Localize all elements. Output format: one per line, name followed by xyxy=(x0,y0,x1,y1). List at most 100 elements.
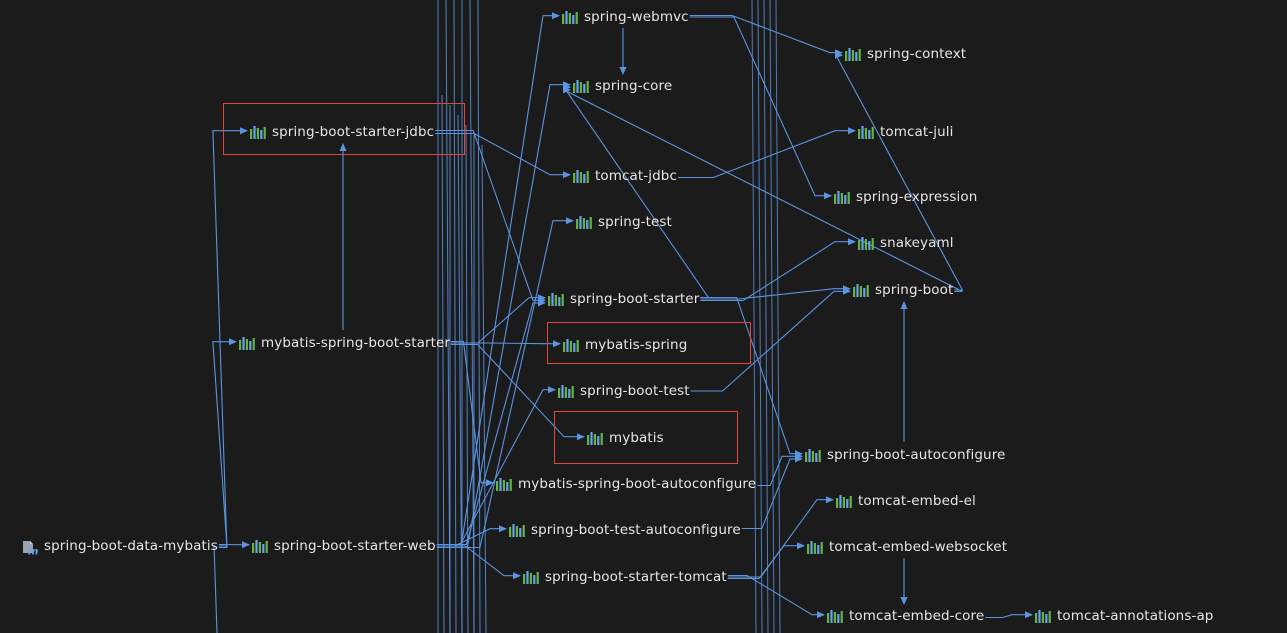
routing-bus-line xyxy=(445,0,451,633)
edge-spring-boot-starter-tomcat-to-tomcat-embed-websocket xyxy=(727,542,805,580)
library-icon xyxy=(836,494,853,508)
dependency-node-mybatis-spring-boot-autoconfigure[interactable]: mybatis-spring-boot-autoconfigure xyxy=(496,475,756,493)
svg-text:m: m xyxy=(28,546,38,555)
dependency-node-tomcat-juli[interactable]: tomcat-juli xyxy=(858,123,953,141)
library-icon xyxy=(827,609,844,623)
library-icon xyxy=(834,190,851,204)
edge-spring-boot-starter-web-to-spring-boot-starter xyxy=(436,299,546,546)
dependency-label: tomcat-jdbc xyxy=(595,168,677,184)
library-icon xyxy=(858,236,875,250)
dependency-label: spring-context xyxy=(867,46,967,62)
dependency-node-spring-boot-starter-jdbc[interactable]: spring-boot-starter-jdbc xyxy=(250,123,434,141)
edge-spring-boot-starter-to-spring-boot-autoconfigure xyxy=(700,296,803,458)
library-icon xyxy=(563,338,580,352)
routing-bus-line xyxy=(763,0,769,633)
dependency-label: mybatis-spring-boot-starter xyxy=(261,335,451,351)
dependency-node-spring-expression[interactable]: spring-expression xyxy=(834,188,977,206)
routing-bus-line xyxy=(775,0,781,633)
library-icon xyxy=(805,448,822,462)
routing-bus-line xyxy=(453,0,457,633)
dependency-node-spring-boot-test-autoconfigure[interactable]: spring-boot-test-autoconfigure xyxy=(509,521,741,539)
edge-spring-boot-starter-tomcat-to-tomcat-embed-core xyxy=(727,574,825,619)
dependency-node-tomcat-embed-websocket[interactable]: tomcat-embed-websocket xyxy=(807,538,1007,556)
dependency-node-mybatis[interactable]: mybatis xyxy=(587,429,664,447)
maven-module-icon: m xyxy=(22,540,39,557)
dependency-node-mybatis-spring-boot-starter[interactable]: mybatis-spring-boot-starter xyxy=(239,334,450,352)
dependency-node-tomcat-annotations-ap[interactable]: tomcat-annotations-ap xyxy=(1035,607,1213,625)
dependency-node-spring-boot-starter[interactable]: spring-boot-starter xyxy=(548,290,699,308)
library-icon xyxy=(807,540,824,554)
edge-spring-webmvc-to-spring-expression xyxy=(689,16,832,200)
dependency-node-spring-boot-data-mybatis[interactable]: m spring-boot-data-mybatis xyxy=(22,537,218,557)
routing-bus-line xyxy=(757,0,763,633)
library-icon xyxy=(853,283,870,297)
dependency-label: spring-boot-test-autoconfigure xyxy=(531,522,741,538)
dependency-label: spring-boot-autoconfigure xyxy=(827,447,1006,463)
routing-bus-line xyxy=(441,94,445,633)
dependency-node-spring-boot-starter-tomcat[interactable]: spring-boot-starter-tomcat xyxy=(523,568,727,586)
dependency-node-spring-boot-autoconfigure[interactable]: spring-boot-autoconfigure xyxy=(805,446,1005,464)
edge-spring-boot-starter-web-to-spring-boot-test xyxy=(436,386,556,546)
dependency-node-snakeyaml[interactable]: snakeyaml xyxy=(858,234,954,252)
library-icon xyxy=(523,570,540,584)
edge-mybatis-spring-boot-autoconfigure-to-spring-boot-autoconfigure xyxy=(757,452,803,487)
edge-spring-boot-test-to-spring-boot xyxy=(690,287,851,392)
library-icon xyxy=(587,431,604,445)
library-icon xyxy=(858,125,875,139)
library-icon xyxy=(558,384,575,398)
edge-spring-boot-starter-web-to-spring-boot-test-autoconfigure xyxy=(436,525,507,547)
edge-spring-boot-starter-jdbc-to-spring-boot-starter xyxy=(435,129,546,304)
dependency-label: spring-expression xyxy=(856,189,978,205)
dependency-label: tomcat-annotations-ap xyxy=(1057,608,1214,624)
dependency-label: snakeyaml xyxy=(880,235,954,251)
dependency-node-tomcat-embed-core[interactable]: tomcat-embed-core xyxy=(827,607,984,625)
library-icon xyxy=(252,539,269,553)
dependency-node-tomcat-embed-el[interactable]: tomcat-embed-el xyxy=(836,492,976,510)
library-icon xyxy=(576,215,593,229)
dependency-node-spring-boot[interactable]: spring-boot xyxy=(853,281,953,299)
edge-spring-boot-starter-jdbc-to-tomcat-jdbc xyxy=(435,132,571,179)
dependency-node-spring-webmvc[interactable]: spring-webmvc xyxy=(562,8,689,26)
edge-spring-boot-starter-web-to-spring-test xyxy=(436,217,574,549)
routing-bus-line xyxy=(477,0,481,633)
library-icon xyxy=(496,477,513,491)
routing-bus-line xyxy=(751,0,757,633)
edge-spring-boot-starter-to-spring-core xyxy=(562,83,710,299)
edge-spring-boot-to-spring-core xyxy=(563,86,963,293)
dependency-node-mybatis-spring[interactable]: mybatis-spring xyxy=(563,336,687,354)
library-icon xyxy=(573,79,590,93)
dependency-label: tomcat-embed-el xyxy=(858,493,976,509)
dependency-label: spring-boot-starter xyxy=(570,291,700,307)
library-icon xyxy=(239,336,256,350)
dependency-label: spring-boot xyxy=(875,282,954,298)
dependency-node-spring-boot-test[interactable]: spring-boot-test xyxy=(558,382,690,400)
dependency-node-spring-boot-starter-web[interactable]: spring-boot-starter-web xyxy=(252,537,436,555)
edge-mybatis-spring-boot-starter-to-spring-boot-starter xyxy=(451,294,546,344)
dependency-node-tomcat-jdbc[interactable]: tomcat-jdbc xyxy=(573,167,677,185)
edge-spring-boot-data-mybatis-to-mybatis-spring-boot-starter xyxy=(212,338,237,547)
dependency-node-spring-core[interactable]: spring-core xyxy=(573,77,672,95)
edge-spring-boot-starter-to-snakeyaml xyxy=(700,238,856,302)
dependency-label: spring-boot-starter-web xyxy=(274,538,436,554)
edge-spring-boot-starter-to-spring-boot xyxy=(700,285,851,300)
dependency-node-spring-test[interactable]: spring-test xyxy=(576,213,672,231)
edge-spring-boot-test-autoconfigure-to-spring-boot-autoconfigure xyxy=(741,455,803,530)
dependency-label: spring-boot-starter-tomcat xyxy=(545,569,727,585)
dependency-label: mybatis-spring xyxy=(585,337,688,353)
dependency-label: tomcat-embed-websocket xyxy=(829,539,1008,555)
library-icon xyxy=(845,47,862,61)
dependency-node-spring-context[interactable]: spring-context xyxy=(845,45,966,63)
library-icon xyxy=(1035,609,1052,623)
edge-tomcat-embed-core-to-tomcat-annotations-ap xyxy=(985,611,1033,619)
edge-spring-boot-to-spring-context xyxy=(835,51,964,291)
routing-bus-line xyxy=(769,0,775,633)
dependency-label: mybatis-spring-boot-autoconfigure xyxy=(518,476,757,492)
dependency-label: tomcat-juli xyxy=(880,124,954,140)
routing-bus-line xyxy=(457,114,463,633)
dependency-label: spring-webmvc xyxy=(584,9,689,25)
library-icon xyxy=(509,523,526,537)
dependency-label: spring-boot-data-mybatis xyxy=(44,538,218,554)
edge-spring-boot-data-mybatis-to-spring-boot-starter-jdbc xyxy=(212,127,248,549)
